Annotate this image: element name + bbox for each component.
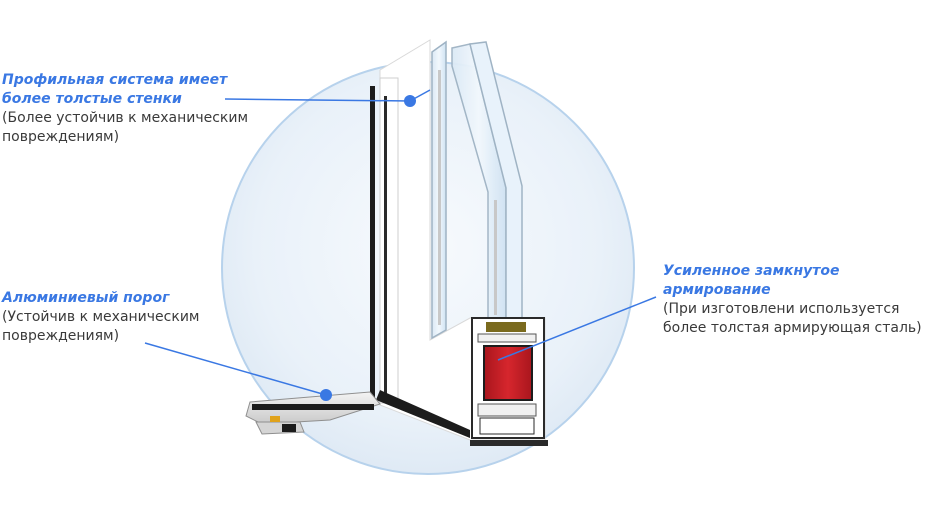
callout-title: Профильная система имеет более толстые с…	[2, 72, 228, 107]
callout-line-profile	[224, 98, 411, 102]
steel-reinforcement	[483, 345, 533, 401]
callout-dot-profile	[404, 95, 416, 107]
callout-aluminium-threshold: Алюминиевый порог (Устойчив к механическ…	[2, 289, 242, 346]
window-profile	[245, 39, 548, 446]
callout-description: (Устойчив к механическим повреждениям)	[2, 309, 200, 344]
callout-profile-walls: Профильная система имеет более толстые с…	[2, 71, 272, 147]
callout-title: Усиленное замкнутое армирование	[663, 263, 840, 298]
callout-lines	[144, 89, 657, 401]
callout-line-threshold	[144, 342, 327, 396]
callout-title: Алюминиевый порог	[2, 290, 170, 306]
aluminium-threshold	[245, 391, 381, 435]
callout-reinforcement: Усиленное замкнутое армирование (При изг…	[663, 262, 931, 338]
callout-description: (Более устойчив к механическим поврежден…	[2, 110, 249, 145]
callout-dot-threshold	[320, 389, 332, 401]
callout-description: (При изготовлени используется более толс…	[663, 301, 922, 336]
sash-profile	[470, 317, 548, 446]
callout-line-reinforcement	[497, 296, 657, 361]
